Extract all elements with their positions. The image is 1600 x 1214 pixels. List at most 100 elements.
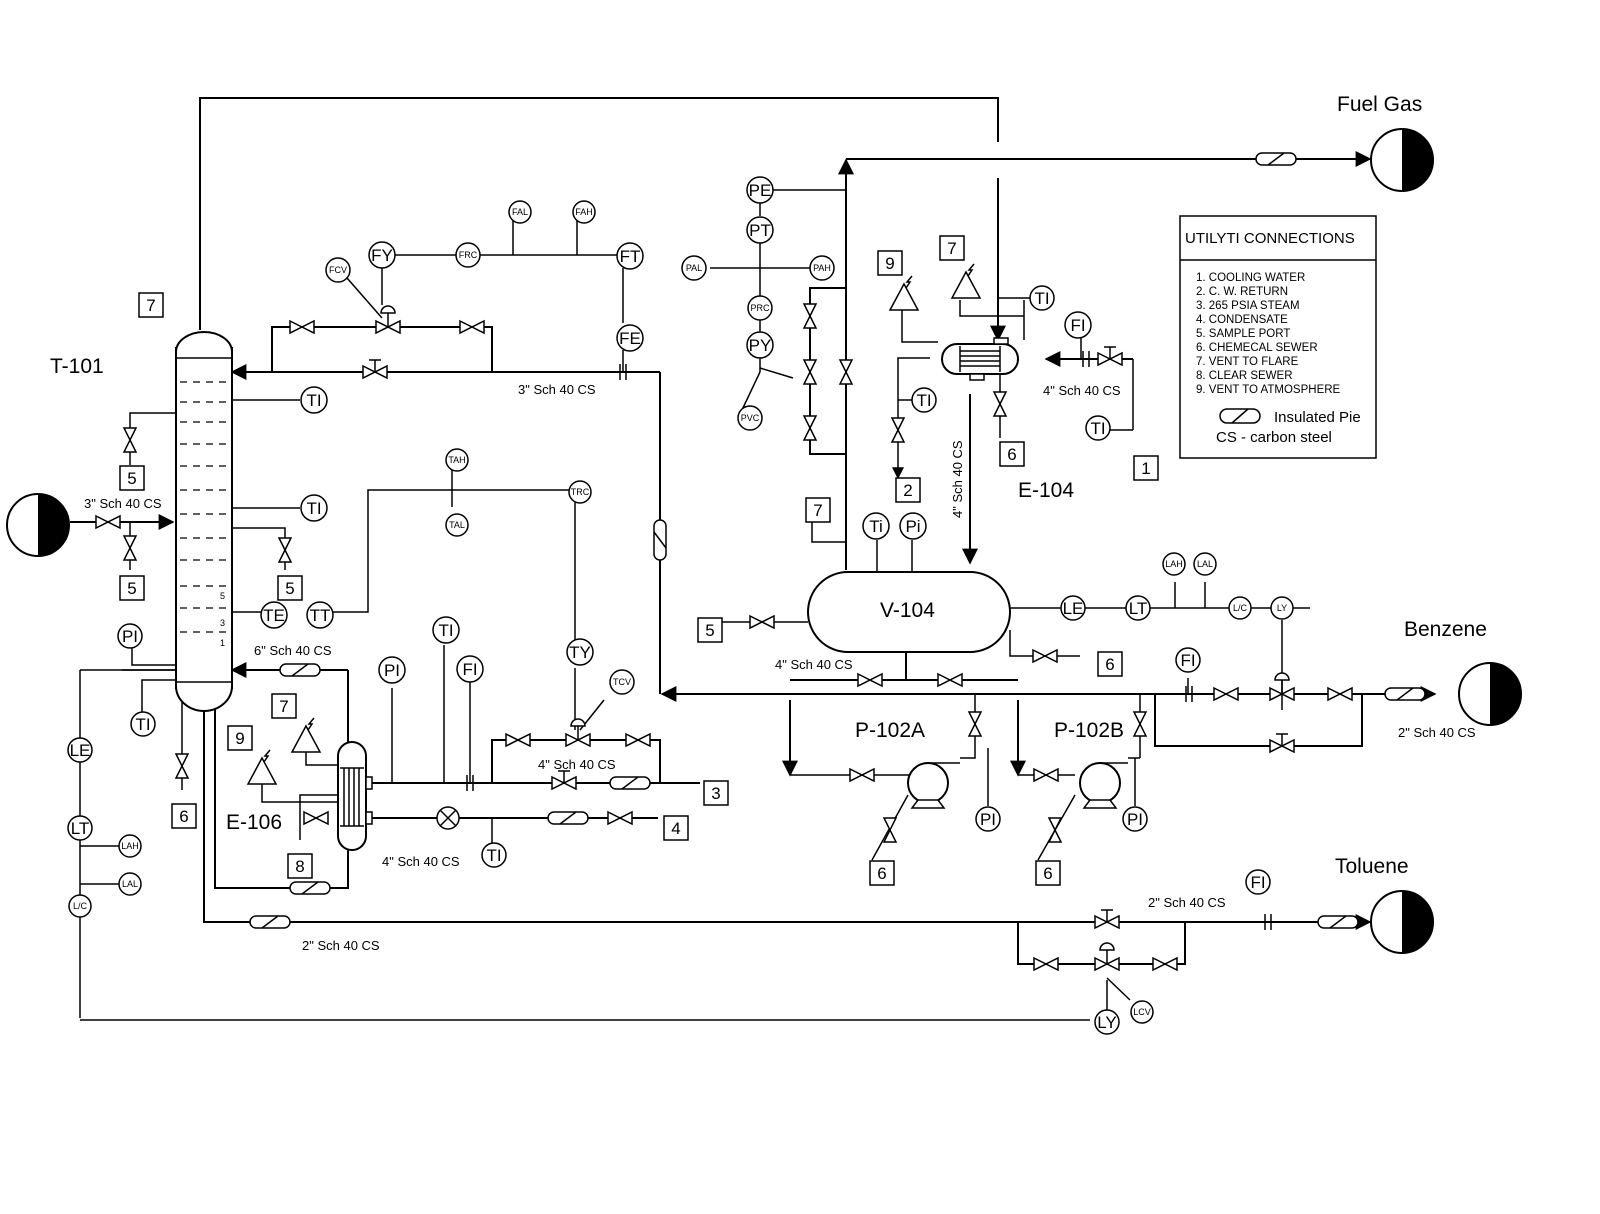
instrument-tag: LAL <box>122 879 138 889</box>
instrument-tag: FCV <box>329 265 347 275</box>
gate-valve <box>289 320 315 334</box>
instrument-fah: FAH <box>572 200 596 224</box>
connection-number: 4 <box>671 819 680 838</box>
gate-valve <box>95 515 121 529</box>
utility-connection-7: 7 <box>271 693 297 719</box>
instrument-frc: FRC <box>455 242 481 268</box>
gate-valve <box>803 415 817 441</box>
connection-number: 5 <box>285 579 294 598</box>
instrument-tag: L/C <box>73 901 88 911</box>
instrument-fi: FI <box>1245 869 1271 895</box>
instrument-tag: Pi <box>905 517 920 536</box>
legend-item: 7. VENT TO FLARE <box>1196 356 1299 368</box>
utility-connection-6: 6 <box>1035 860 1061 886</box>
utility-connection-7: 7 <box>805 497 831 523</box>
connection-number: 3 <box>711 784 720 803</box>
instrument-ly: LY <box>1270 596 1294 620</box>
instrument-tag: TRC <box>571 487 590 497</box>
instrument-tag: LAH <box>121 841 139 851</box>
instrument-tag: LE <box>1063 599 1084 618</box>
instrument-tag: LY <box>1277 603 1287 613</box>
instrument-lc: L/C <box>68 894 92 918</box>
connection-number: 6 <box>1105 655 1114 674</box>
utility-connection-5: 5 <box>119 465 145 491</box>
instrument-tag: TAL <box>449 520 465 530</box>
utility-connection-6: 6 <box>171 803 197 829</box>
control-valve-fcv <box>375 305 401 334</box>
insulated-pipe-marker <box>653 519 667 561</box>
p102b-label: P-102B <box>1054 719 1124 742</box>
instrument-ti: TI <box>130 711 156 737</box>
gate-valve <box>937 673 963 687</box>
instrument-tag: TY <box>569 643 591 662</box>
pipe-spec-tower: 6" Sch 40 CS <box>254 643 332 658</box>
instrument-tag: FAL <box>512 207 528 217</box>
drum-v104 <box>807 571 1011 653</box>
instrument-pal: PAL <box>681 255 707 281</box>
utility-connection-5: 5 <box>277 575 303 601</box>
utility-connection-2: 2 <box>895 477 921 503</box>
orifice-plate <box>1082 351 1090 367</box>
utility-connection-6: 6 <box>1097 651 1123 677</box>
instrument-tag: FI <box>1250 873 1265 892</box>
instrument-pi: PI <box>378 656 406 684</box>
gate-valve <box>1213 687 1239 701</box>
insulated-pipe-marker <box>547 811 589 825</box>
orifice-plate <box>466 775 474 791</box>
instrument-ti: TI <box>1085 415 1111 441</box>
instrument-tag: TI <box>306 499 321 518</box>
instrument-tag: TI <box>438 621 453 640</box>
connection-number: 7 <box>146 296 155 315</box>
utility-connection-5: 5 <box>697 617 723 643</box>
instrument-tag: TAH <box>448 455 465 465</box>
gate-valve <box>803 303 817 329</box>
instrument-ti: TI <box>432 616 460 644</box>
gate-valve <box>1033 768 1059 782</box>
connection-number: 9 <box>235 729 244 748</box>
gate-valve <box>839 359 853 385</box>
instrument-tal: TAL <box>445 513 469 537</box>
globe-valve <box>362 359 388 379</box>
fuel-gas-terminal <box>1370 128 1434 192</box>
instrument-tag: PI <box>122 627 138 646</box>
instrument-tag: PI <box>384 661 400 680</box>
instrument-tah: TAH <box>445 448 469 472</box>
steam-trap <box>436 806 460 830</box>
instrument-tag: PT <box>749 221 771 240</box>
gate-valve <box>1048 817 1062 843</box>
legend-item: 2. C. W. RETURN <box>1196 286 1288 298</box>
instrument-ft: FT <box>616 242 644 270</box>
gate-valve <box>883 817 897 843</box>
instrument-tag: LCV <box>1133 1007 1151 1017</box>
instrument-tag: PAH <box>813 263 831 273</box>
gate-valve <box>1152 957 1178 971</box>
instrument-te: TE <box>260 601 288 629</box>
instrument-tag: PY <box>749 336 772 355</box>
instrument-pi: PI <box>1122 806 1148 832</box>
insulated-pipe-marker <box>289 881 331 895</box>
instrument-tcv: TCV <box>609 669 635 695</box>
instrument-tag: PRC <box>750 303 770 313</box>
instrument-pah: PAH <box>809 255 835 281</box>
instrument-tag: Ti <box>869 517 883 536</box>
instrument-lt: LT <box>67 815 93 841</box>
gate-valve <box>968 711 982 737</box>
p102a-label: P-102A <box>855 719 925 742</box>
connection-number: 8 <box>295 857 304 876</box>
utility-connection-6: 6 <box>869 860 895 886</box>
instrument-tag: FI <box>462 660 477 679</box>
instrument-tag: LAH <box>1165 559 1183 569</box>
instrument-prc: PRC <box>747 295 773 321</box>
control-valve-lcv <box>1094 942 1120 971</box>
e106-label: E-106 <box>226 811 282 834</box>
legend-item: 3. 265 PSIA STEAM <box>1196 300 1300 312</box>
insulated-pipe-marker <box>1384 687 1426 701</box>
instrument-fi: FI <box>1175 647 1201 673</box>
connection-number: 5 <box>127 579 136 598</box>
gate-valve <box>749 615 775 629</box>
instrument-tag: TI <box>135 715 150 734</box>
utility-connection-6: 6 <box>999 441 1025 467</box>
gate-valve <box>857 673 883 687</box>
insulated-pipe-marker <box>1255 152 1297 166</box>
relief-valve-atm <box>889 275 919 311</box>
